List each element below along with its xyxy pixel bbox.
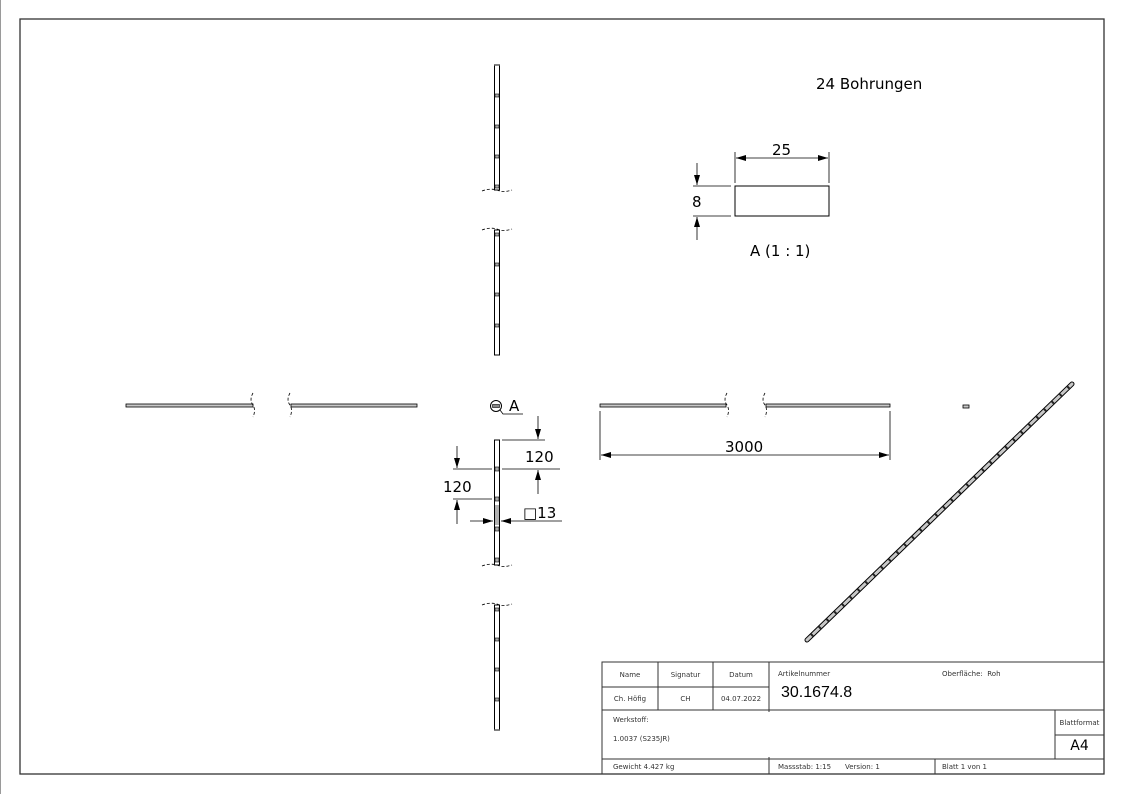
dimension-120-top-label: 120: [525, 448, 554, 466]
sheet-edge: [0, 0, 1, 794]
tb-header-signatur: Signatur: [670, 671, 701, 679]
section-marker-label: A: [509, 397, 520, 415]
holes-note: 24 Bohrungen: [816, 75, 922, 93]
vertical-bar-top-view-upper: [481, 64, 513, 192]
tb-artikelnummer: 30.1674.8: [781, 684, 853, 701]
vertical-bar-front-view-lower: [481, 602, 513, 731]
dimension-hole-size: □13: [470, 504, 562, 524]
isometric-bar-view: [804, 381, 1075, 643]
tb-header-datum: Datum: [729, 671, 753, 679]
dimension-3000-label: 3000: [725, 438, 763, 456]
tb-werkstoff: 1.0037 (S235JR): [613, 735, 670, 743]
bar-end-view: [962, 404, 970, 409]
dimension-length: 3000: [599, 411, 891, 460]
horizontal-bar-left-view: [125, 392, 418, 418]
tb-oberflaeche: Oberfläche: Roh: [942, 670, 1001, 678]
tb-version: Version: 1: [845, 763, 880, 771]
tb-value-datum: 04.07.2022: [720, 695, 762, 703]
section-marker: A: [490, 397, 523, 415]
tb-gewicht: Gewicht 4.427 kg: [613, 763, 675, 771]
tb-werkstoff-label: Werkstoff:: [613, 716, 649, 724]
section-view-label: A (1 : 1): [750, 242, 810, 260]
tb-blattformat: A4: [1070, 738, 1089, 754]
vertical-bar-front-view-upper: [481, 439, 513, 567]
horizontal-bar-right-view: [599, 392, 891, 418]
tb-blatt: Blatt 1 von 1: [942, 763, 987, 771]
tb-artikelnummer-label: Artikelnummer: [778, 670, 831, 678]
drawing-frame: [19, 18, 1105, 775]
title-block-frame: [601, 661, 1105, 775]
vertical-bar-top-view-lower: [481, 227, 513, 356]
section-height-label: 8: [692, 193, 702, 211]
tb-header-name: Name: [619, 671, 641, 679]
section-width-label: 25: [772, 141, 791, 159]
dimension-13-label: □13: [523, 504, 556, 522]
dimension-hole-spacing-top: 120: [502, 416, 560, 494]
tb-blattformat-label: Blattformat: [1059, 719, 1100, 727]
tb-value-signatur: CH: [680, 695, 691, 703]
dimension-120-left-label: 120: [443, 478, 472, 496]
tb-value-name: Ch. Höfig: [613, 695, 647, 703]
section-view-a: 25 8 A (1 : 1): [692, 141, 830, 260]
dimension-hole-spacing-left: 120: [443, 446, 492, 524]
tb-massstab: Massstab: 1:15: [778, 763, 832, 771]
